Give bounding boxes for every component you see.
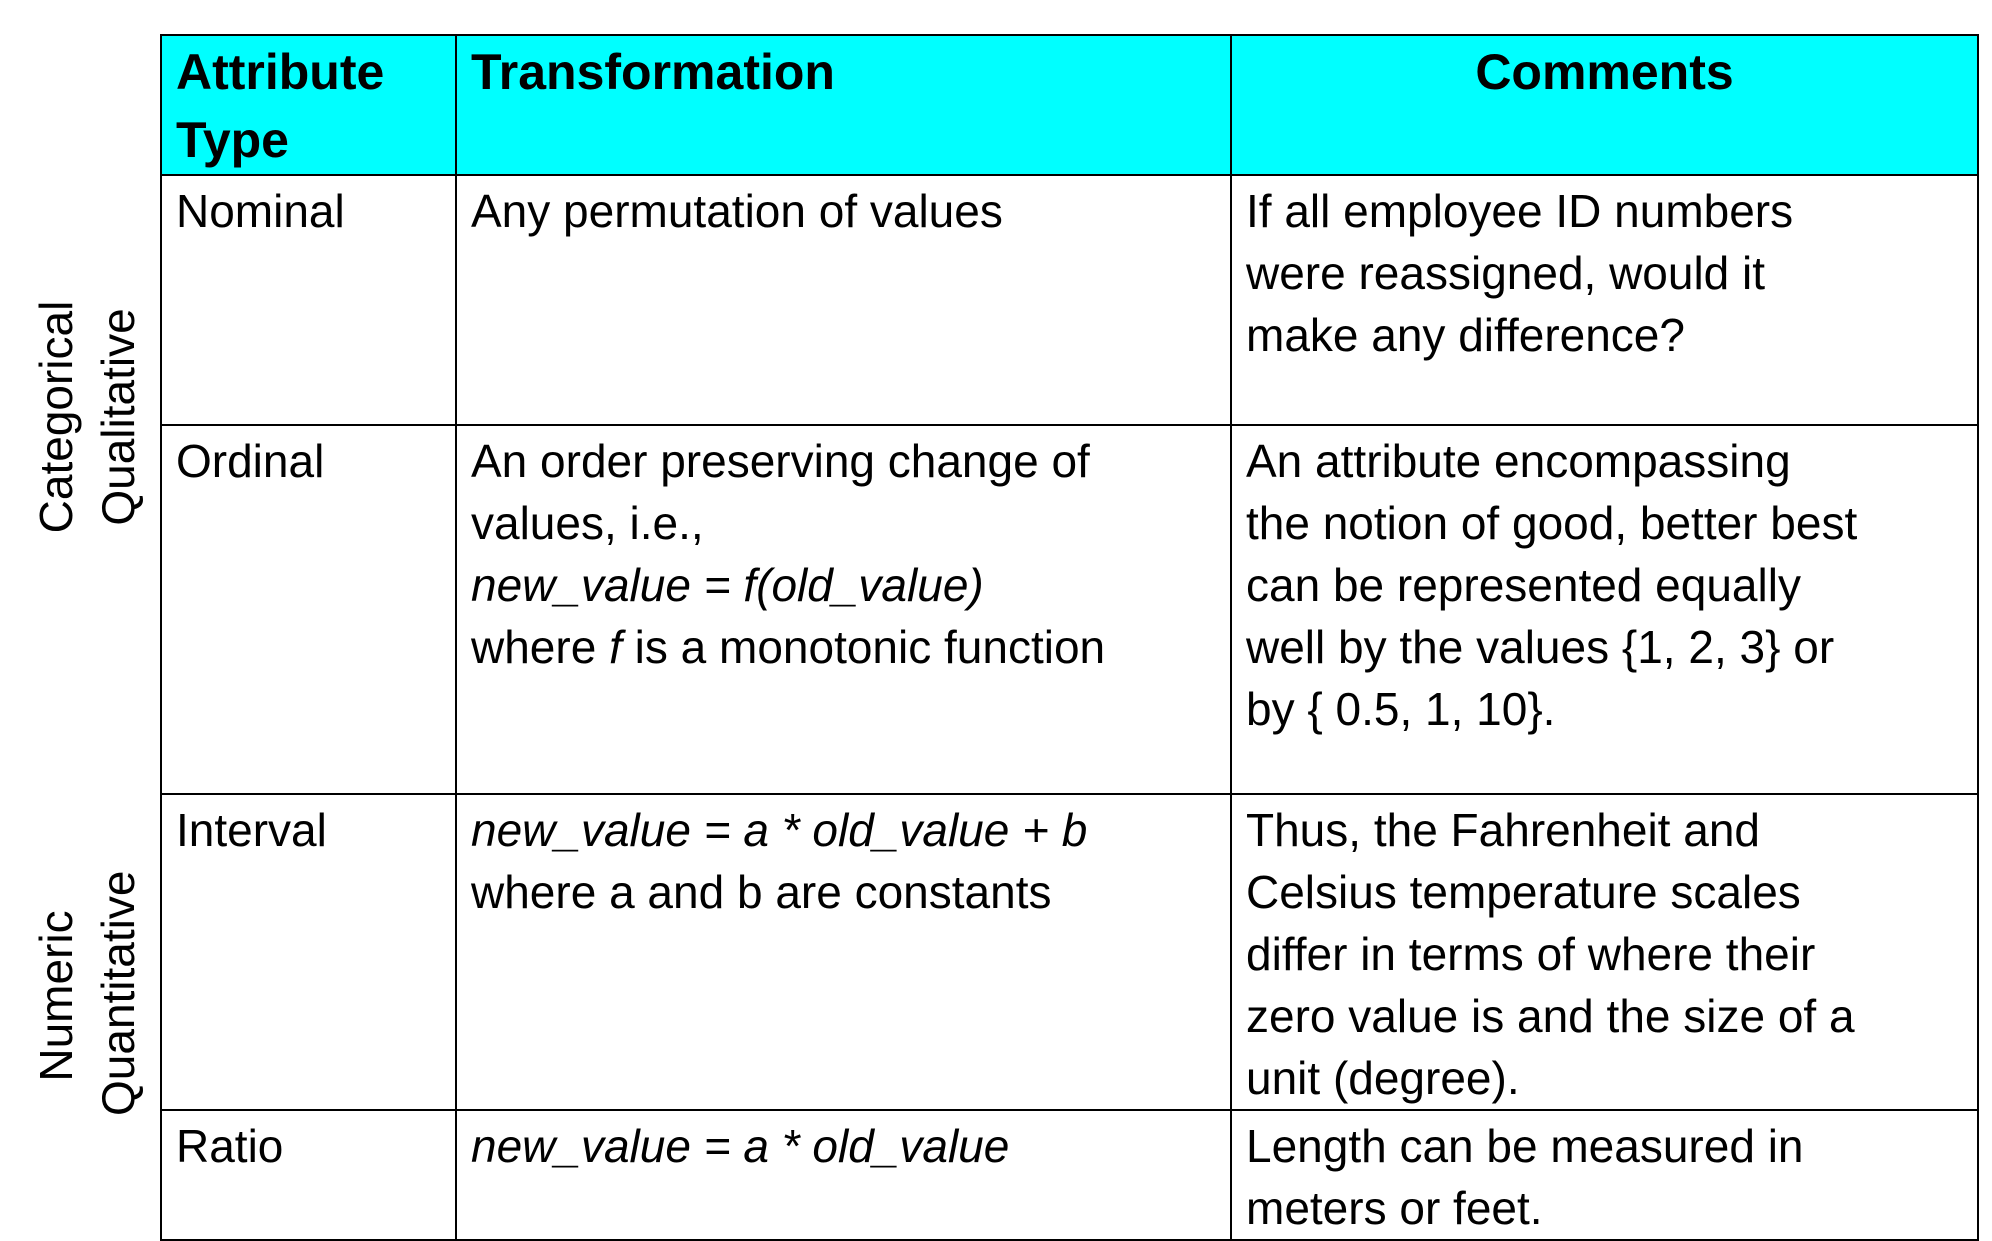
transformation-line: values, i.e., xyxy=(471,497,704,549)
cell-type-interval: Interval xyxy=(160,793,457,1111)
transformation-formula: new_value = a * old_value xyxy=(471,1120,1010,1172)
text-fragment: where xyxy=(471,621,610,673)
comment-line: Thus, the Fahrenheit and xyxy=(1246,804,1760,856)
cell-type-ordinal: Ordinal xyxy=(160,424,457,795)
cell-transformation: An order preserving change of values, i.… xyxy=(455,424,1232,795)
header-line: Attribute xyxy=(176,44,385,100)
function-symbol: f xyxy=(609,621,622,673)
comment-line: unit (degree). xyxy=(1246,1052,1520,1104)
table-row: Ratio new_value = a * old_value Length c… xyxy=(160,1109,1979,1241)
cell-type-nominal: Nominal xyxy=(160,174,457,426)
attribute-transformation-table: Attribute Type Transformation Comments N… xyxy=(160,34,1979,1241)
side-label-line: Qualitative xyxy=(92,308,144,526)
transformation-line: where f is a monotonic function xyxy=(471,616,1216,678)
side-label-line: Categorical xyxy=(30,300,82,534)
comment-line: Length can be measured in xyxy=(1246,1120,1804,1172)
cell-transformation: new_value = a * old_value xyxy=(455,1109,1232,1241)
cell-type-ratio: Ratio xyxy=(160,1109,457,1241)
comment-line: can be represented equally xyxy=(1246,559,1801,611)
cell-comments: Length can be measured in meters or feet… xyxy=(1230,1109,1979,1241)
comment-line: differ in terms of where their xyxy=(1246,928,1816,980)
side-label-line: Quantitative xyxy=(92,870,144,1116)
side-label-categorical-qualitative: Categorical Qualitative xyxy=(25,297,149,537)
header-line: Type xyxy=(176,112,289,168)
transformation-line: Any permutation of values xyxy=(471,185,1003,237)
transformation-line: where a and b are constants xyxy=(471,866,1052,918)
cell-comments: If all employee ID numbers were reassign… xyxy=(1230,174,1979,426)
comment-line: zero value is and the size of a xyxy=(1246,990,1855,1042)
table-row: Interval new_value = a * old_value + b w… xyxy=(160,793,1979,1111)
side-label-numeric-quantitative: Numeric Quantitative xyxy=(25,870,149,1116)
cell-transformation: new_value = a * old_value + b where a an… xyxy=(455,793,1232,1111)
comment-line: make any difference? xyxy=(1246,309,1685,361)
header-transformation: Transformation xyxy=(455,34,1232,176)
header-comments: Comments xyxy=(1230,34,1979,176)
cell-transformation: Any permutation of values xyxy=(455,174,1232,426)
transformation-line: An order preserving change of xyxy=(471,435,1090,487)
comment-line: were reassigned, would it xyxy=(1246,247,1766,299)
comment-line: by { 0.5, 1, 10}. xyxy=(1246,683,1556,735)
comment-line: meters or feet. xyxy=(1246,1182,1543,1234)
transformation-formula: new_value = a * old_value + b xyxy=(471,804,1088,856)
table-row: Nominal Any permutation of values If all… xyxy=(160,174,1979,426)
table-row: Ordinal An order preserving change of va… xyxy=(160,424,1979,795)
comment-line: An attribute encompassing xyxy=(1246,435,1791,487)
comment-line: well by the values {1, 2, 3} or xyxy=(1246,621,1835,673)
transformation-formula: new_value = f(old_value) xyxy=(471,559,984,611)
comment-line: the notion of good, better best xyxy=(1246,497,1858,549)
cell-comments: An attribute encompassing the notion of … xyxy=(1230,424,1979,795)
table-header-row: Attribute Type Transformation Comments xyxy=(160,34,1979,176)
text-fragment: is a monotonic function xyxy=(621,621,1106,673)
side-label-line: Numeric xyxy=(30,910,82,1082)
cell-comments: Thus, the Fahrenheit and Celsius tempera… xyxy=(1230,793,1979,1111)
comment-line: Celsius temperature scales xyxy=(1246,866,1801,918)
header-attribute-type: Attribute Type xyxy=(160,34,457,176)
comment-line: If all employee ID numbers xyxy=(1246,185,1794,237)
